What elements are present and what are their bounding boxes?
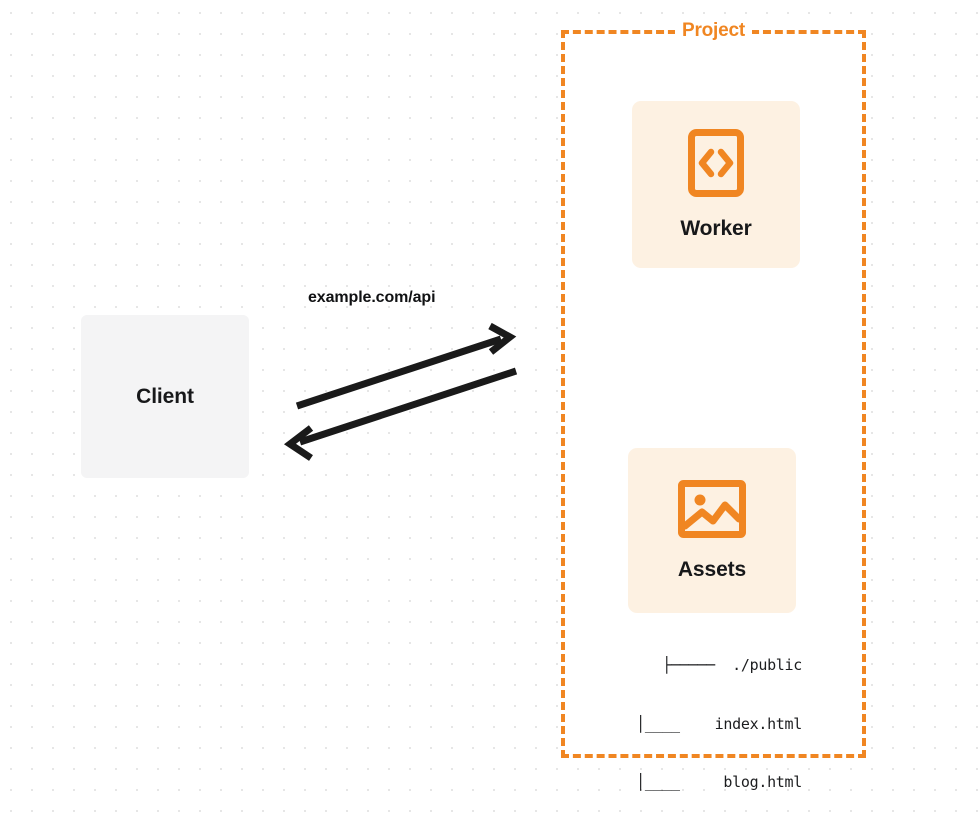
worker-label: Worker	[680, 217, 752, 240]
assets-label: Assets	[677, 558, 747, 581]
file-tree-line: ├───── ./public	[662, 656, 802, 674]
file-tree-line: │____ blog.html	[636, 773, 802, 791]
project-title-text: Project	[674, 19, 752, 42]
edge-label-url: example.com/api	[308, 289, 436, 306]
project-title: Project	[561, 19, 866, 42]
image-icon	[677, 479, 747, 544]
request-arrow	[295, 322, 517, 410]
client-node: Client	[81, 315, 249, 478]
response-arrow	[283, 367, 518, 461]
code-brackets-icon	[687, 128, 745, 203]
client-label: Client	[136, 384, 194, 408]
assets-node: Assets	[628, 448, 796, 613]
file-tree-line: │____ index.html	[636, 714, 802, 733]
worker-node: Worker	[632, 101, 800, 268]
asset-file-tree: ├───── ./public │____ index.html │____ b…	[560, 617, 802, 818]
